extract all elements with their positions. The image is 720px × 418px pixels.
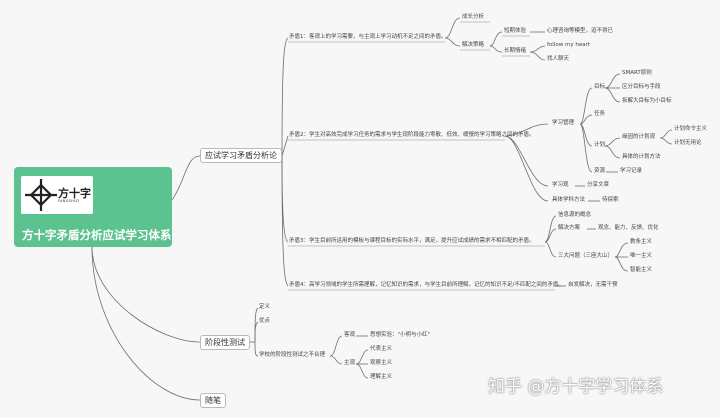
topic-three-problems[interactable]: 三大问题（三座大山） xyxy=(558,253,614,259)
topic-subject-method[interactable]: 具体学科方法 xyxy=(552,197,586,203)
topic-subjective[interactable]: 主观 xyxy=(344,360,356,366)
edge-root-b2 xyxy=(91,246,201,343)
topic-thought-experiment[interactable]: 思想实验："小明与小红" xyxy=(370,332,431,338)
topic-task[interactable]: 任务 xyxy=(594,111,606,117)
topic-goal-means[interactable]: 区分目标与手段 xyxy=(622,84,661,90)
topic-study-record[interactable]: 学习记录 xyxy=(620,168,643,174)
root-title: 方十字矛盾分析应试学习体系 xyxy=(22,228,172,242)
topic-definition[interactable]: 定义 xyxy=(259,304,271,310)
topic-advantages[interactable]: 优点 xyxy=(259,318,271,324)
topic-to-explore[interactable]: 待探索 xyxy=(602,197,619,203)
topic-solution-leaf[interactable]: 观念、能力、反馈、优化 xyxy=(598,225,659,231)
topic-understanding[interactable]: 理解主义 xyxy=(370,374,393,380)
branch-exam-contradiction[interactable]: 应试学习矛盾分析论 xyxy=(200,148,282,163)
edge-b1-m1 xyxy=(281,37,289,157)
topic-contradiction-1[interactable]: 矛盾1：客观上的学习需要，与主观上学习动机不足之间的矛盾。 xyxy=(289,34,447,40)
topic-plan-useless[interactable]: 计划无用论 xyxy=(674,140,702,146)
topic-follow-heart[interactable]: follow my heart xyxy=(547,42,590,48)
branch-stage-test[interactable]: 阶段性测试 xyxy=(200,335,250,350)
topic-learning-management[interactable]: 学习管理 xyxy=(552,120,575,126)
topic-plan[interactable]: 计划 xyxy=(594,142,606,148)
topic-growth-analysis[interactable]: 成长分析 xyxy=(462,14,485,20)
topic-intelligence-ism[interactable]: 智能主义 xyxy=(630,267,653,273)
topic-plan-view[interactable]: 缘因的计划观 xyxy=(622,134,656,140)
topic-goal-split[interactable]: 拆解大目标为小目标 xyxy=(622,98,672,104)
brand-subtitle: FANGSHIZI xyxy=(58,199,80,203)
topic-only-ism[interactable]: 唯一主义 xyxy=(630,253,653,259)
topic-solution[interactable]: 解决方案 xyxy=(558,225,581,231)
topic-objective[interactable]: 客观 xyxy=(344,332,356,338)
topic-plan-command[interactable]: 计划命令主义 xyxy=(674,126,708,132)
topic-plan-method[interactable]: 具体的计划方法 xyxy=(622,154,661,160)
topic-short-term-leaf[interactable]: 心理咨询等模型，迫不得已 xyxy=(547,28,614,34)
edge-b1-m2 xyxy=(281,135,289,157)
topic-representative[interactable]: 代表主义 xyxy=(370,346,393,352)
topic-self-solve[interactable]: 自发解决，无需干预 xyxy=(568,282,618,288)
topic-contradiction-4[interactable]: 矛盾4：高学习领域的学生所需理解，记忆知识的需求，与学生目前所理解，记忆的知识不… xyxy=(289,282,564,288)
topic-learning-view[interactable]: 学习观 xyxy=(552,182,569,188)
topic-short-term[interactable]: 短期体验 xyxy=(504,28,527,34)
cross-logo-icon xyxy=(25,179,57,211)
zhihu-watermark: 知乎 @方十字学习体系 xyxy=(488,377,664,397)
topic-school-test-unreasonable[interactable]: 学校的阶段性测试之不合理 xyxy=(259,352,326,358)
topic-share-article[interactable]: 分享文章 xyxy=(587,182,610,188)
root-topic[interactable]: 方十字 FANGSHIZI 方十字矛盾分析应试学习体系 xyxy=(14,167,172,247)
topic-observation[interactable]: 观察主义 xyxy=(370,360,393,366)
topic-dogmatism[interactable]: 教条主义 xyxy=(630,239,653,245)
topic-talk[interactable]: 找人聊天 xyxy=(547,56,570,62)
branch-notes[interactable]: 随笔 xyxy=(200,393,226,408)
brand-name: 方十字 xyxy=(58,187,91,200)
topic-long-term[interactable]: 长期情绪 xyxy=(504,48,527,54)
topic-solution-strategy[interactable]: 解决策略 xyxy=(462,42,485,48)
topic-resource[interactable]: 资源 xyxy=(594,168,606,174)
edge-root-b1 xyxy=(171,155,201,201)
topic-goal[interactable]: 目标 xyxy=(594,84,606,90)
edge-root-b3 xyxy=(91,246,201,401)
topic-contradiction-2[interactable]: 矛盾2：学生对高效完成学习任务的需求与学生现阶段能力零散、低效、缓慢的学习策略之… xyxy=(289,132,535,138)
edge-b1-m4 xyxy=(281,155,289,287)
topic-smart[interactable]: SMART原则 xyxy=(622,70,652,76)
topic-contradiction-3[interactable]: 矛盾3：学生目前所运用的模板与课程目标的实际水平，满足，提升应试成绩的需求不相匹… xyxy=(289,238,535,244)
brand-logo: 方十字 FANGSHIZI xyxy=(21,176,93,214)
topic-info-source[interactable]: 信息源的概念 xyxy=(558,212,592,218)
